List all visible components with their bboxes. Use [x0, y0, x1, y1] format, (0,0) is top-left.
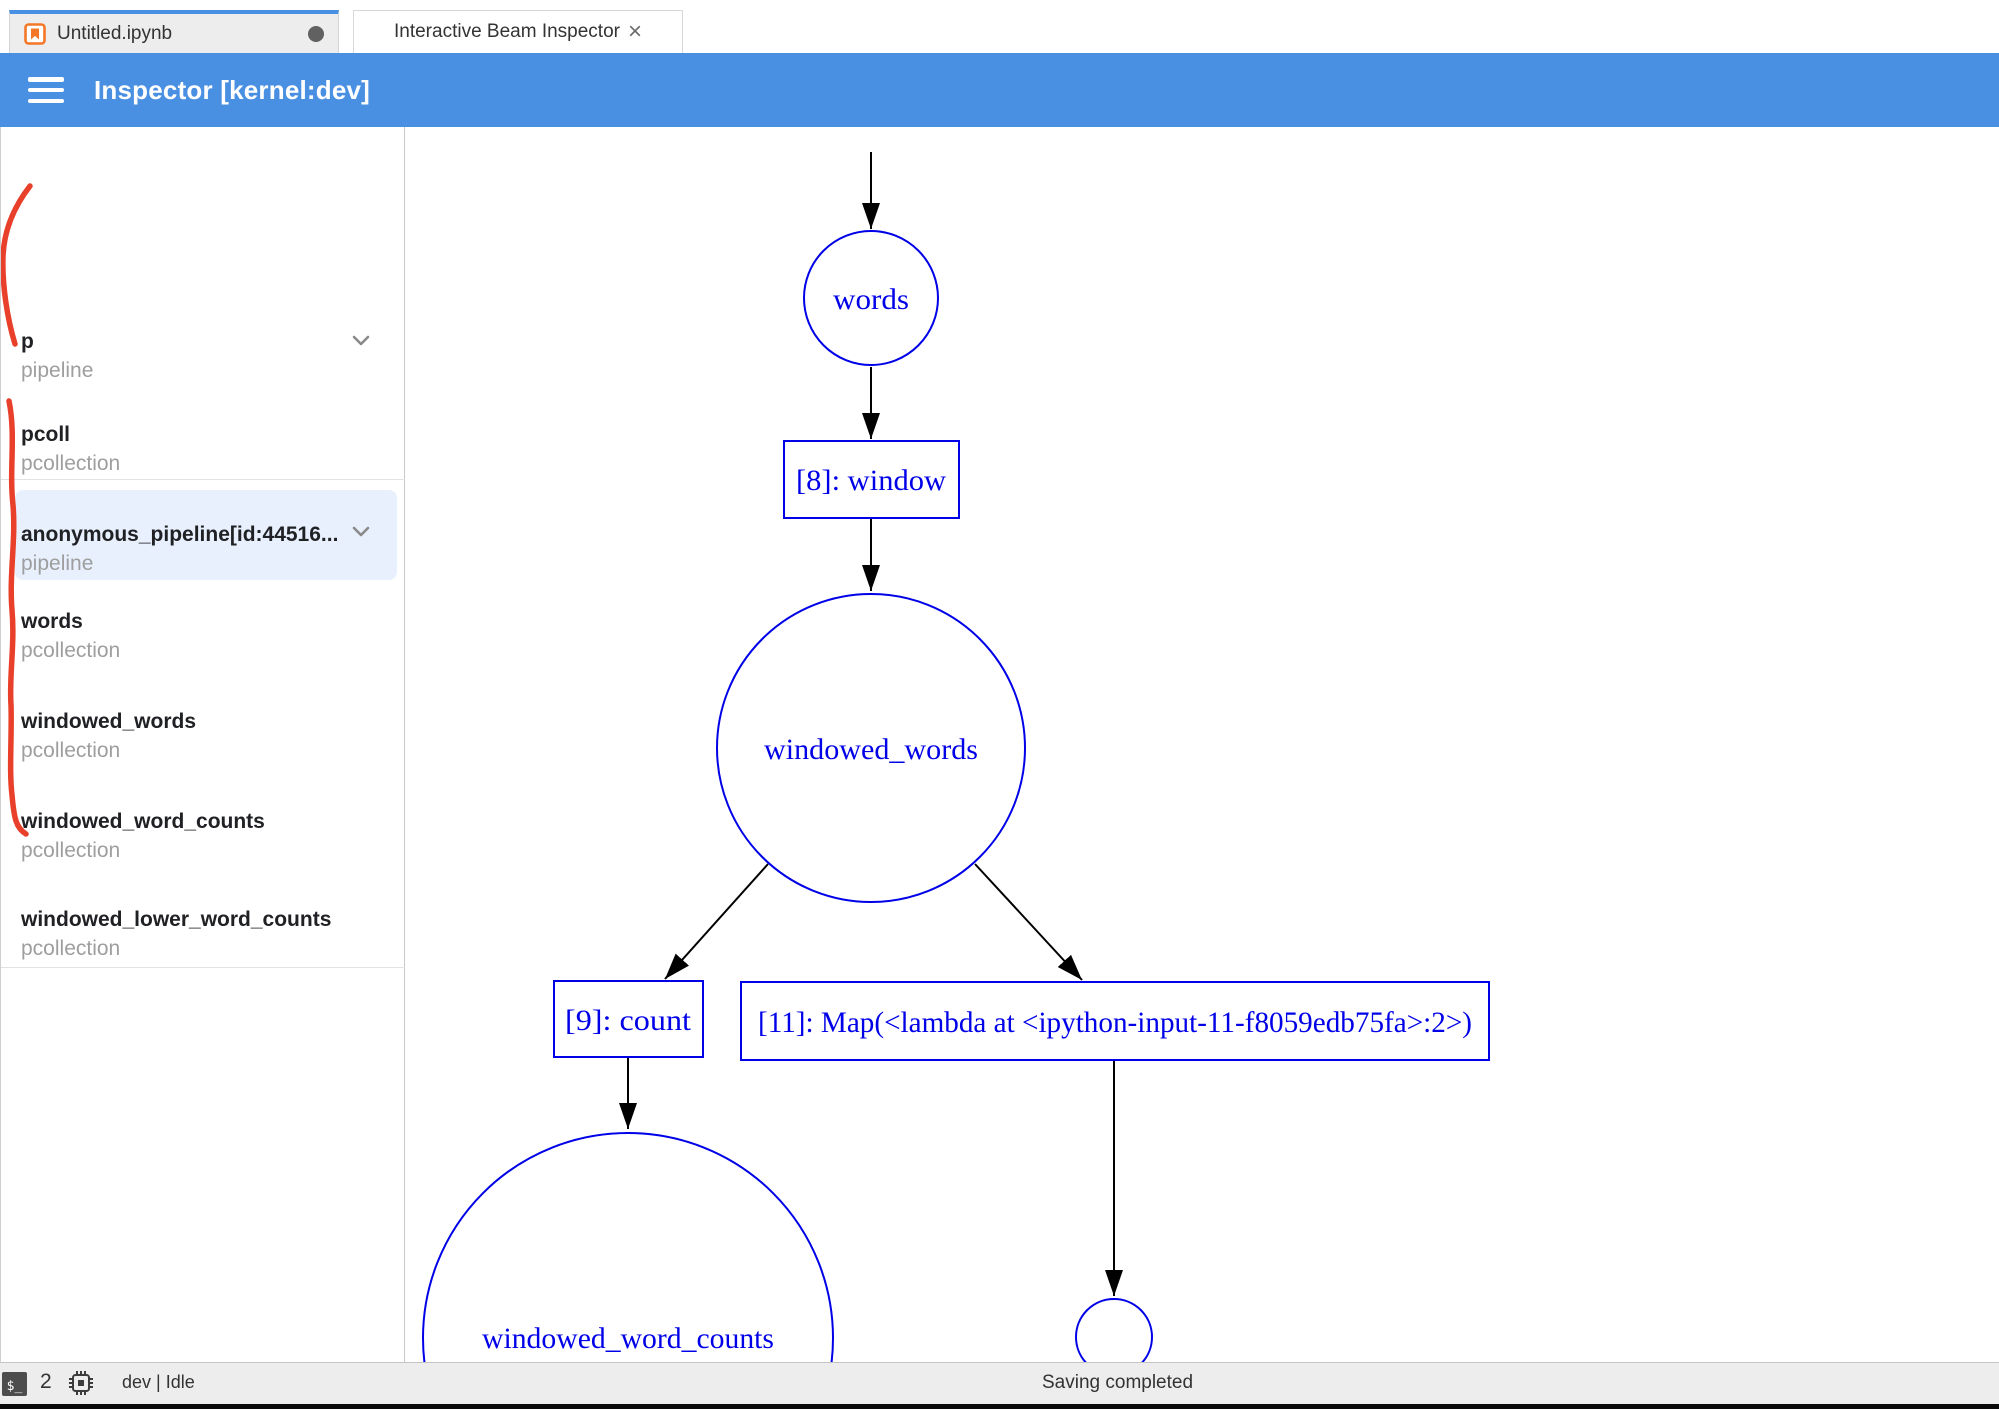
item-type: pcollection: [21, 937, 121, 960]
notebook-file-icon: [24, 22, 46, 45]
tab-label: Interactive Beam Inspector: [393, 21, 620, 42]
pipeline-graph: words [8]: window windowed_words [9]: co…: [422, 152, 1490, 1362]
item-name: anonymous_pipeline[id:44516...: [21, 523, 339, 546]
sidebar-divider: [1, 479, 405, 480]
item-name: pcoll: [21, 423, 71, 446]
kernel-chip-icon[interactable]: [68, 1370, 94, 1396]
node-window-label: [8]: window: [796, 464, 946, 497]
node-windowed-word-counts-circle: [422, 1132, 834, 1362]
sidebar-item-anonymous-pipeline[interactable]: anonymous_pipeline[id:44516... pipeline: [21, 521, 381, 579]
kernel-status[interactable]: dev | Idle: [122, 1372, 195, 1392]
item-name: windowed_words: [21, 710, 197, 733]
terminal-count[interactable]: 2: [40, 1370, 52, 1393]
sidebar-item-windowed-lower-word-counts[interactable]: windowed_lower_word_counts pcollection: [21, 906, 381, 964]
terminal-icon[interactable]: $_: [2, 1372, 27, 1396]
menu-hamburger-icon[interactable]: [28, 77, 64, 103]
node-map-label: [11]: Map(<lambda at <ipython-input-11-f…: [758, 1006, 1472, 1039]
chevron-down-icon[interactable]: [347, 326, 375, 354]
item-type: pcollection: [21, 639, 121, 662]
node-words-circle: [803, 230, 939, 366]
chevron-down-icon[interactable]: [347, 517, 375, 545]
sidebar-item-words[interactable]: words pcollection: [21, 608, 381, 666]
content-area: p pipeline pcoll pcollection anonymous_p…: [0, 127, 1999, 1362]
node-output-circle: [1075, 1298, 1153, 1362]
node-count-label: [9]: count: [565, 1004, 692, 1037]
inspector-header: Inspector [kernel:dev]: [0, 53, 1999, 127]
item-name: words: [21, 610, 83, 633]
tab-untitled-notebook[interactable]: Untitled.ipynb: [9, 10, 339, 53]
node-map-box: [740, 981, 1490, 1061]
node-windowed-words-label: windowed_words: [764, 733, 978, 766]
sidebar-item-pcoll[interactable]: pcoll pcollection: [21, 421, 381, 479]
unsaved-dot-icon: [308, 25, 324, 42]
item-type: pcollection: [21, 739, 121, 762]
item-name: windowed_lower_word_counts: [21, 908, 332, 931]
tab-beam-inspector[interactable]: Interactive Beam Inspector ×: [353, 10, 683, 53]
save-status-message: Saving completed: [1042, 1372, 1194, 1393]
status-bar: [0, 1362, 1999, 1404]
close-tab-icon[interactable]: ×: [627, 18, 642, 45]
node-window-box: [783, 440, 960, 519]
item-type: pipeline: [21, 359, 94, 382]
node-windowed-word-counts-label: windowed_word_counts: [482, 1322, 774, 1355]
sidebar-divider: [1, 967, 405, 968]
item-name: windowed_word_counts: [21, 810, 265, 833]
edge-to-count: [664, 863, 769, 980]
node-count-box: [553, 980, 704, 1058]
node-words-label: words: [833, 283, 909, 316]
selected-item-highlight: [15, 490, 397, 580]
node-windowed-words-circle: [716, 593, 1026, 903]
tab-bar: Untitled.ipynb Interactive Beam Inspecto…: [0, 0, 1999, 53]
sidebar-item-windowed-words[interactable]: windowed_words pcollection: [21, 708, 381, 766]
item-type: pcollection: [21, 839, 121, 862]
item-type: pcollection: [21, 452, 121, 475]
tab-label: Untitled.ipynb: [57, 22, 173, 44]
item-type: pipeline: [21, 552, 94, 575]
pipeline-sidebar: p pipeline pcoll pcollection anonymous_p…: [1, 127, 405, 1362]
sidebar-item-windowed-word-counts[interactable]: windowed_word_counts pcollection: [21, 808, 381, 866]
page-title: Inspector [kernel:dev]: [94, 74, 371, 105]
edge-to-map: [974, 863, 1083, 981]
bottom-black-strip: [0, 1404, 1999, 1409]
